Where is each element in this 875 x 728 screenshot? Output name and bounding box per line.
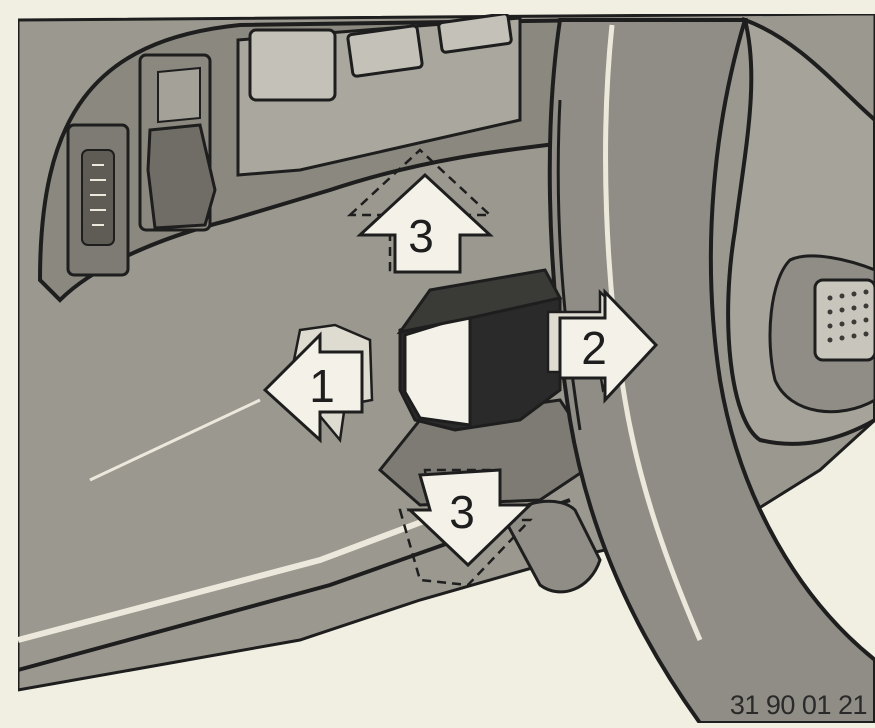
cruise-lever-face: [405, 315, 470, 425]
light-switch-knob: [148, 125, 215, 228]
arrow-1-label: 1: [309, 360, 335, 412]
gauge-window-2: [347, 25, 422, 76]
left-margin: [0, 0, 18, 723]
top-margin: [0, 0, 875, 14]
gauge-window-1: [250, 30, 335, 100]
figure-reference-code: 31 90 01 21: [730, 690, 867, 721]
arrow-2-label: 2: [581, 322, 607, 374]
arrow-3-down-label: 3: [449, 486, 475, 538]
light-switch-cap: [158, 68, 200, 122]
arrow-3-up-label: 3: [408, 210, 434, 262]
